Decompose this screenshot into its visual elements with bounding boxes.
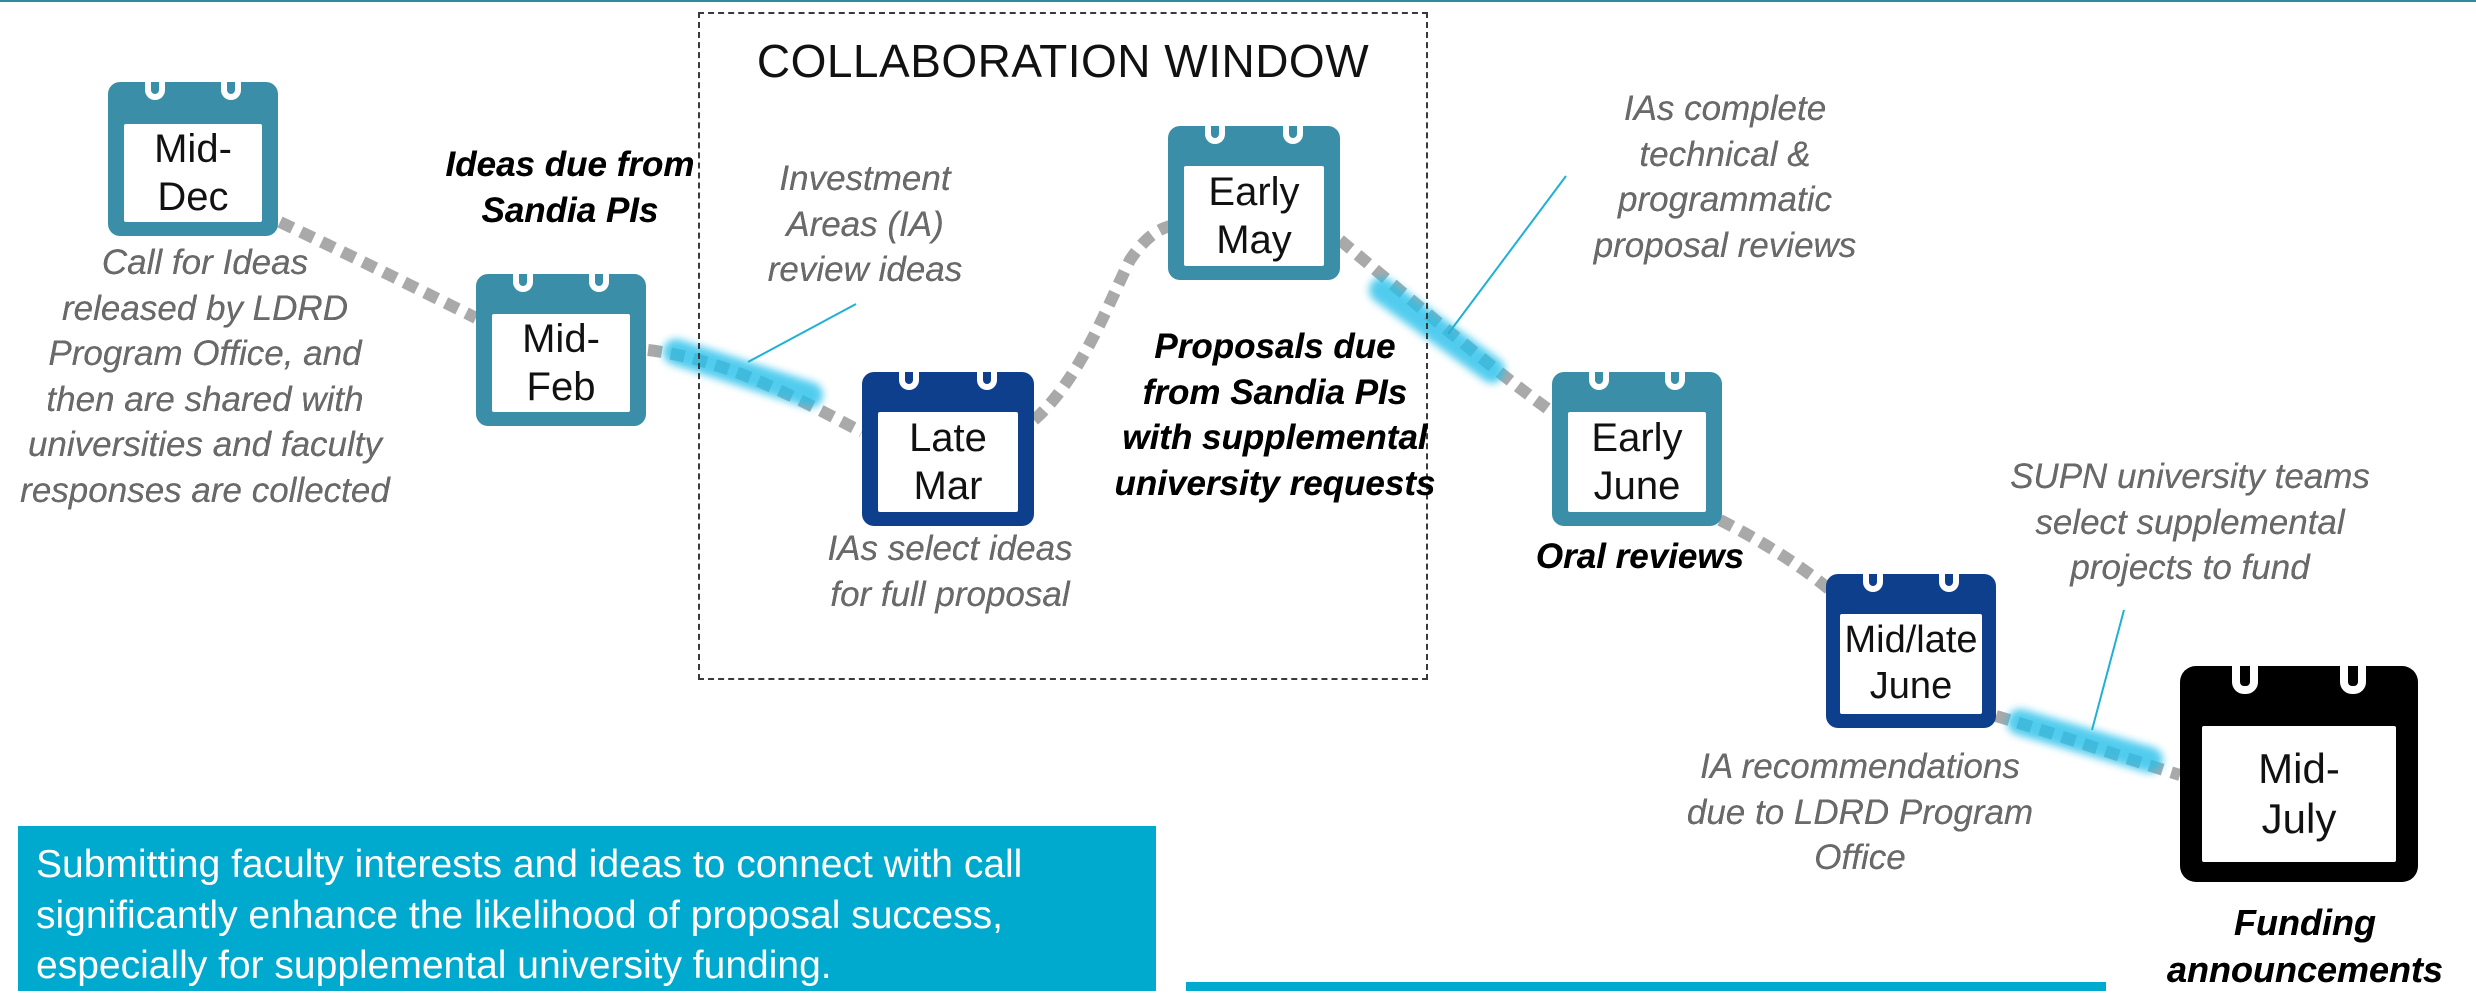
caption-early-june: Oral reviews [1535,537,1745,576]
info-box: Submitting faculty interests and ideas t… [18,826,1156,991]
calendar-date: Late Mar [878,412,1018,512]
calendar-early-june: Early June [1552,354,1722,526]
calendar-ring [221,64,241,100]
caption-mid-late-june: IA recommendations due to LDRD Program O… [1686,747,2034,877]
calendar-ring [977,354,997,390]
calendar-early-may: Early May [1168,108,1340,280]
calendar-date: Early June [1568,412,1706,512]
caption-mid-dec: Call for Ideas released by LDRD Program … [20,243,390,510]
connector-mar-may [1029,220,1173,425]
caption-mid-feb: Ideas due from Sandia PIs [445,145,695,230]
calendar-ring [589,256,609,292]
highlight-late-july [2007,709,2163,773]
info-box-text: Submitting faculty interests and ideas t… [36,843,1023,988]
collaboration-window-box [698,12,1428,680]
calendar-mid-feb: Mid- Feb [476,256,646,426]
connector-may-june [1336,235,1556,417]
connector-dec-feb [277,216,479,324]
callout-supn-select: SUPN university teams select supplementa… [2010,457,2370,587]
calendar-date: Early May [1184,166,1324,266]
calendar-ring [1283,108,1303,144]
calendar-ring [145,64,165,100]
info-strip [1186,982,2106,991]
calendar-ring [2232,644,2258,694]
calendar-ring [899,354,919,390]
calendar-ring [1665,354,1685,390]
calendar-date: Mid/late June [1840,614,1982,714]
caption-early-may: Proposals due from Sandia PIs with suppl… [1114,327,1436,503]
calendar-mid-dec: Mid- Dec [108,64,278,236]
calendar-ring [1863,556,1883,592]
caption-mid-july: Funding announcements [2166,902,2444,990]
calendar-ring [1205,108,1225,144]
calendar-ring [513,256,533,292]
calendar-date: Mid- Dec [124,124,262,222]
calendar-late-mar: Late Mar [862,354,1034,526]
calendar-ring [2340,644,2366,694]
callout-ia-complete: IAs complete technical & programmatic pr… [1593,89,1857,265]
leader-supn [2091,609,2125,731]
collaboration-window-title: COLLABORATION WINDOW [756,35,1370,87]
calendar-date: Mid- Feb [492,314,630,412]
highlight-may-june [1369,277,1505,383]
top-rule [0,0,2476,2]
calendar-mid-july: Mid- July [2180,644,2418,882]
calendar-ring [1589,354,1609,390]
connector-june-late [1717,514,1834,595]
caption-late-mar: IAs select ideas for full proposal [827,529,1073,614]
calendar-date: Mid- July [2202,726,2396,862]
callout-ia-review: Investment Areas (IA) review ideas [767,159,963,289]
leader-ia-complete [1447,175,1567,335]
calendar-ring [1939,556,1959,592]
calendar-mid-late-june: Mid/late June [1826,556,1996,728]
leader-ia-review [747,303,857,363]
